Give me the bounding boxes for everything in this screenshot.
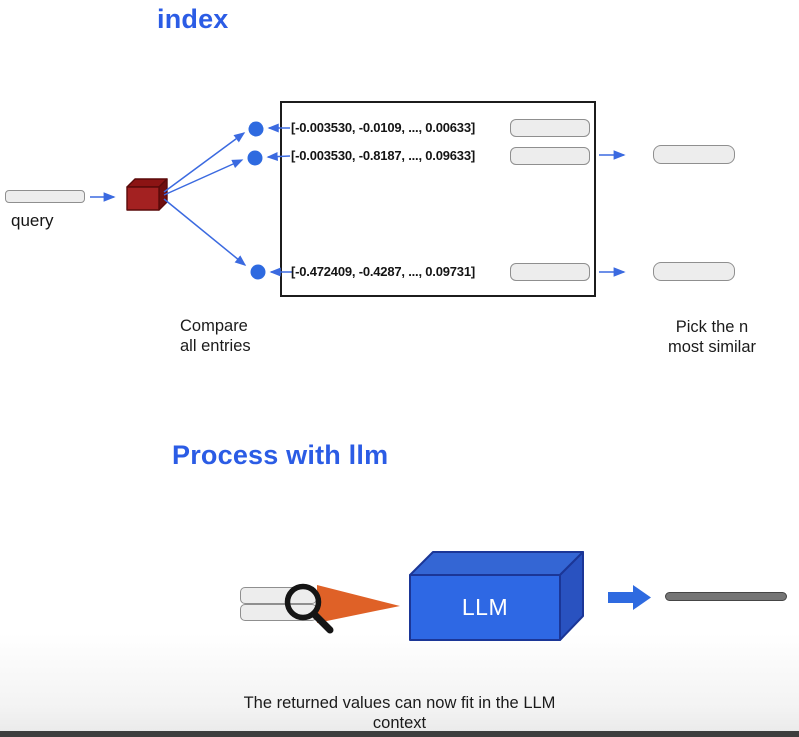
- output-bar: [665, 592, 787, 601]
- retrieved-pill-1: [240, 587, 317, 604]
- llm-section-title: Process with llm: [172, 440, 389, 470]
- similarity-dot-3: [250, 264, 266, 280]
- pick-caption-line2: most similar: [667, 338, 756, 357]
- result-pill-1: [653, 145, 735, 164]
- entry-pill-2: [510, 147, 590, 165]
- llm-caption-line2: context: [372, 714, 427, 733]
- similarity-dot-2: [247, 150, 263, 166]
- query-pill: [5, 190, 85, 203]
- llm-caption-line1: The returned values can now fit in the L…: [243, 694, 556, 712]
- compare-caption-line2: all entries: [180, 337, 251, 356]
- orange-pointer-triangle: [317, 585, 400, 623]
- vector-row-2: [-0.003530, -0.8187, ..., 0.09633]: [291, 148, 475, 163]
- vector-row-3: [-0.472409, -0.4287, ..., 0.09731]: [291, 264, 475, 279]
- entry-pill-3: [510, 263, 590, 281]
- entry-pill-1: [510, 119, 590, 137]
- vector-row-1: [-0.003530, -0.0109, ..., 0.00633]: [291, 120, 475, 135]
- compare-arrow-1: [163, 132, 246, 193]
- pick-caption-line1: Pick the n: [675, 318, 749, 336]
- llm-caption: The returned values can now fit in the L…: [0, 693, 799, 733]
- retrieved-pill-2: [240, 604, 317, 621]
- bottom-dark-strip: [0, 731, 799, 737]
- index-section-title: index: [157, 4, 229, 34]
- compare-caption: Compare all entries: [180, 316, 251, 356]
- compare-caption-line1: Compare: [180, 317, 248, 335]
- query-label: query: [11, 211, 54, 230]
- output-arrow: [608, 585, 651, 610]
- pick-caption: Pick the n most similar: [628, 317, 796, 357]
- similarity-dot-1: [248, 121, 264, 137]
- result-pill-2: [653, 262, 735, 281]
- index-box: [280, 101, 596, 297]
- compare-arrow-2: [163, 159, 244, 196]
- embedding-cube-icon: [126, 178, 168, 211]
- llm-box-label: LLM: [461, 594, 509, 620]
- compare-arrow-3: [163, 198, 247, 266]
